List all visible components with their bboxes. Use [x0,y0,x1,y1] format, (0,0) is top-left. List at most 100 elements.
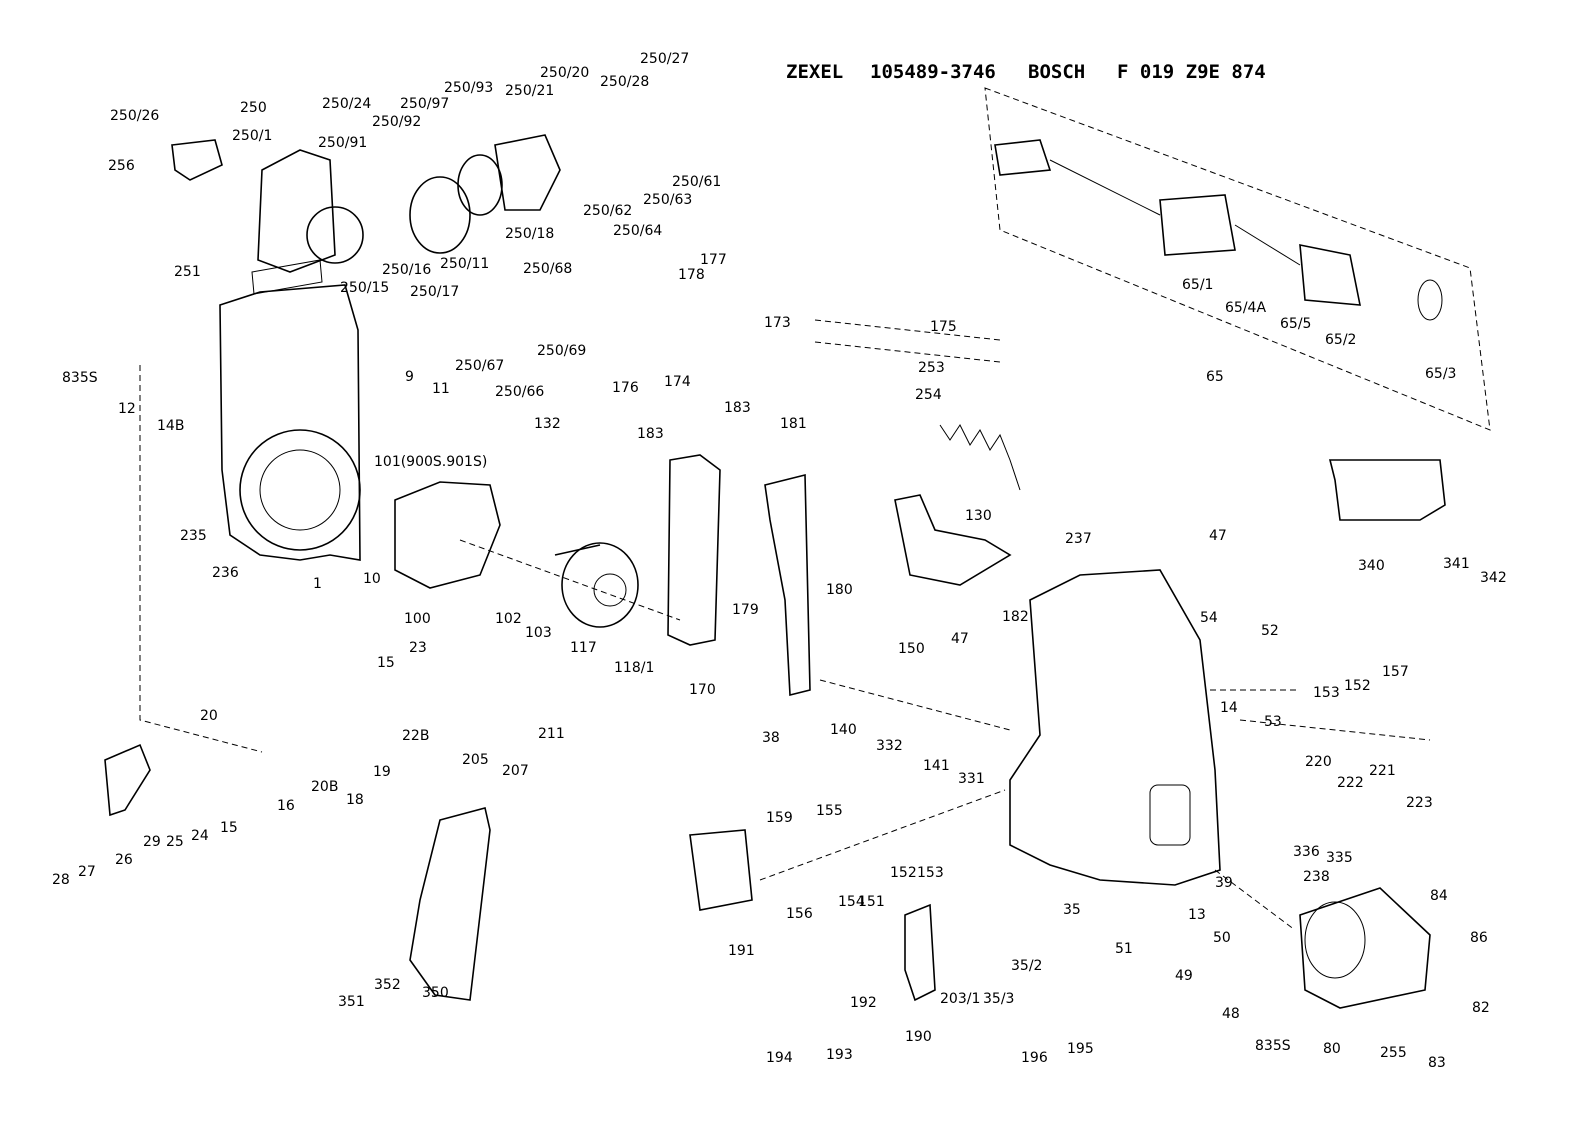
part-label: 177 [700,252,727,268]
part-label: 140 [830,722,857,738]
part-label: 250/28 [600,74,649,90]
part-label: 250/68 [523,261,572,277]
title-number1: 105489-3746 [870,61,996,83]
part-label: 250/93 [444,80,493,96]
part-label: 38 [762,730,780,746]
bracket-191 [689,829,753,911]
part-label: 1 [313,576,322,592]
part-label: 152 [890,865,917,881]
part-label: 155 [816,803,843,819]
part-label: 835S [62,370,98,386]
part-label: 350 [422,985,449,1001]
part-label: 211 [538,726,565,742]
part-label: 175 [930,319,957,335]
part-label: 65/4A [1225,300,1266,316]
part-label: 83 [1428,1055,1446,1071]
part-label: 152 [1344,678,1371,694]
part-label: 179 [732,602,759,618]
part-label: 20B [311,779,338,795]
part-label: 331 [958,771,985,787]
part-label: 80 [1323,1041,1341,1057]
part-label: 250/21 [505,83,554,99]
part-label: 27 [78,864,96,880]
part-label: 332 [876,738,903,754]
part-label: 183 [637,426,664,442]
pump-housing-1 [219,284,361,561]
part-label: 50 [1213,930,1231,946]
part-label: 250/15 [340,280,389,296]
part-drawings [104,87,1491,1009]
part-label: 180 [826,582,853,598]
part-label: 251 [174,264,201,280]
part-label: 47 [951,631,969,647]
gasket-251 [251,259,323,295]
part-label: 86 [1470,930,1488,946]
part-label: 223 [1406,795,1433,811]
part-label: 141 [923,758,950,774]
part-label: 250/61 [672,174,721,190]
part-label: 342 [1480,570,1507,586]
part-label: 53 [1264,714,1282,730]
part-label: 250/24 [322,96,371,112]
part-label: 256 [108,158,135,174]
part-label: 352 [374,977,401,993]
part-label: 335 [1326,850,1353,866]
spring-130 [939,424,1021,491]
part-label: 220 [1305,754,1332,770]
part-label: 10 [363,571,381,587]
part-label: 24 [191,828,209,844]
part-label: 340 [1358,558,1385,574]
part-label: 156 [786,906,813,922]
part-label: 52 [1261,623,1279,639]
part-label: 159 [766,810,793,826]
part-label: 47 [1209,528,1227,544]
part-label: 100 [404,611,431,627]
part-label: 250/64 [613,223,662,239]
part-label: 182 [1002,609,1029,625]
part-label: 190 [905,1029,932,1045]
part-label: 222 [1337,775,1364,791]
part-label: 35/3 [983,991,1014,1007]
part-label: 23 [409,640,427,656]
part-label: 250/17 [410,284,459,300]
part-label: 236 [212,565,239,581]
part-label: 191 [728,943,755,959]
part-label: 65/1 [1182,277,1213,293]
part-label: 205 [462,752,489,768]
part-label: 11 [432,381,450,397]
part-label: 237 [1065,531,1092,547]
part-label: 250/11 [440,256,489,272]
part-label: 221 [1369,763,1396,779]
lever-181 [764,473,811,697]
part-label: 65/2 [1325,332,1356,348]
title-number2: F 019 Z9E 874 [1117,61,1266,83]
part-label: 117 [570,640,597,656]
part-label: 250/26 [110,108,159,124]
part-label: 250/69 [537,343,586,359]
part-label: 150 [898,641,925,657]
lever-26 [104,743,151,817]
part-label: 250/66 [495,384,544,400]
lever-170 [667,454,721,646]
o-ring-238 [1304,901,1366,979]
assembly-65 [994,139,1361,306]
part-label: 250/1 [232,128,272,144]
part-label: 170 [689,682,716,698]
part-label: 253 [918,360,945,376]
cover-80 [1299,887,1431,1009]
governor-cover-250 [257,149,336,273]
part-label: 250/67 [455,358,504,374]
lever-150 [894,494,1012,586]
part-label: 39 [1215,875,1233,891]
part-label: 250/91 [318,135,367,151]
part-label: 255 [1380,1045,1407,1061]
part-label: 12 [118,401,136,417]
part-label: 196 [1021,1050,1048,1066]
part-label: 15 [220,820,238,836]
part-label: 48 [1222,1006,1240,1022]
part-label: 29 [143,834,161,850]
part-label: 157 [1382,664,1409,680]
part-label: 65/5 [1280,316,1311,332]
